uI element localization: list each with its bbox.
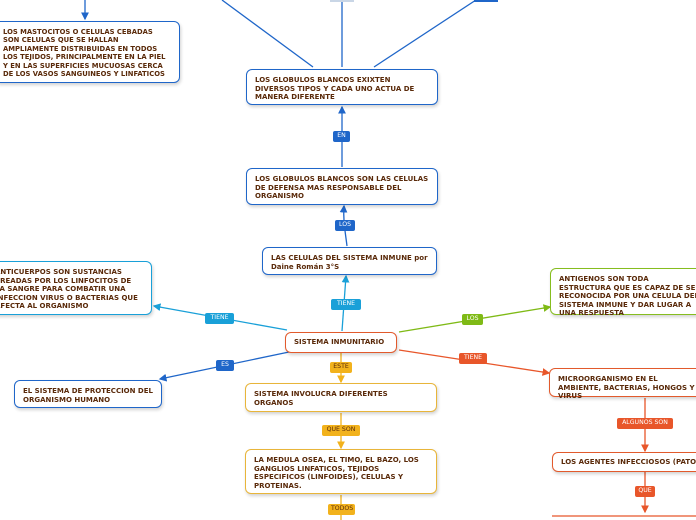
label-tiene-left: TIENE [205, 313, 234, 324]
top-center-label-stub [330, 0, 354, 2]
node-antigenos[interactable]: ANTIGENOS SON TODA ESTRUCTURA QUE ES CAP… [550, 268, 696, 317]
node-sistema-inmunitario[interactable]: SISTEMA INMUNITARIO [285, 332, 397, 353]
node-sistema-organos[interactable]: SISTEMA INVOLUCRA DIFERENTES ORGANOS [245, 383, 437, 412]
node-medula-osea[interactable]: LA MEDULA OSEA, EL TIMO, EL BAZO, LOS GA… [245, 449, 437, 494]
label-todos: TODOS [328, 504, 355, 515]
label-tiene-red: TIENE [459, 353, 487, 364]
node-anticuerpos[interactable]: ANTICUERPOS SON SUSTANCIAS CREADAS POR L… [0, 261, 152, 315]
label-que: QUE [635, 486, 655, 497]
node-agentes-infecciosos[interactable]: LOS AGENTES INFECCIOSOS (PATO [552, 452, 696, 472]
label-en: EN [333, 131, 350, 142]
connector-tipos-to-top-right [373, 0, 477, 68]
node-sistema-proteccion[interactable]: EL SISTEMA DE PROTECCION DEL ORGANISMO H… [14, 380, 162, 408]
node-microorganismo[interactable]: MICROORGANISMO EN EL AMBIENTE, BACTERIAS… [549, 368, 696, 400]
top-right-label-stub [474, 0, 498, 2]
node-globulos-tipos[interactable]: LOS GLOBULOS BLANCOS EXIXTEN DIVERSOS TI… [246, 69, 438, 105]
label-es: ES [216, 360, 234, 371]
label-los-blue: LOS [335, 220, 355, 231]
node-celulas-sistema-inmune[interactable]: LAS CELULAS DEL SISTEMA INMUNE por Daine… [262, 247, 437, 275]
label-los-green: LOS [462, 314, 483, 325]
label-que-son: QUE SON [322, 425, 360, 436]
node-mastocitos[interactable]: LOS MASTOCITOS O CELULAS CEBADAS SON CEL… [0, 21, 180, 83]
node-globulos-defensa[interactable]: LOS GLOBULOS BLANCOS SON LAS CELULAS DE … [246, 168, 438, 205]
label-algunos-son: ALGUNOS SON [617, 418, 673, 429]
connector-tipos-to-top-left [221, 0, 314, 68]
label-tiene-center: TIENE [331, 299, 361, 310]
label-este: ESTE [330, 362, 352, 373]
